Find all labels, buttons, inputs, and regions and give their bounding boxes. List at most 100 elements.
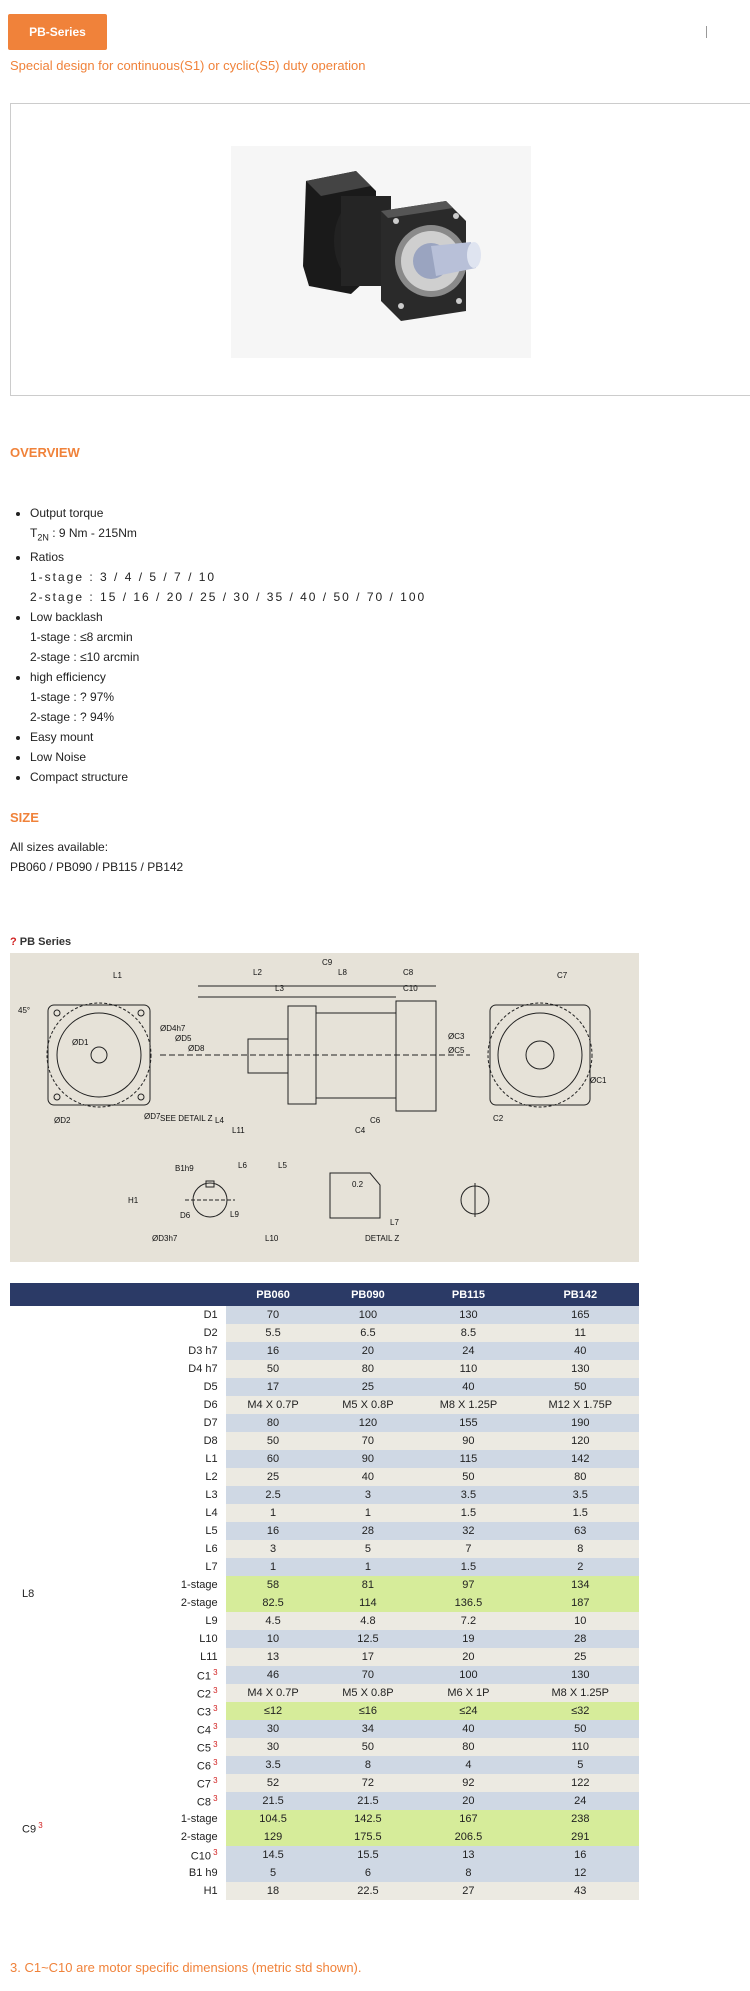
mark-angle: 45° <box>18 1006 30 1015</box>
table-cell: 165 <box>521 1306 639 1324</box>
feature-item: Ratios 1-stage : 3 / 4 / 5 / 7 / 10 2-st… <box>30 547 426 607</box>
table-cell: ≤24 <box>415 1702 522 1720</box>
table-cell: M12 X 1.75P <box>521 1396 639 1414</box>
mark-L4: L4 <box>215 1116 224 1125</box>
series-badge[interactable]: PB-Series <box>8 14 107 50</box>
table-cell: 167 <box>415 1810 522 1828</box>
mark-C3: ØC3 <box>448 1032 465 1041</box>
table-cell: 17 <box>225 1378 321 1396</box>
mark-C6: C6 <box>370 1116 381 1125</box>
table-cell: 3 <box>225 1540 321 1558</box>
table-cell: 115 <box>415 1450 522 1468</box>
mark-L9: L9 <box>230 1210 239 1219</box>
footnote-ref: 3 <box>210 1703 218 1713</box>
table-cell: 70 <box>225 1306 321 1324</box>
table-cell: 3.5 <box>415 1486 522 1504</box>
row-label: C9 3 <box>10 1810 52 1846</box>
table-cell: 80 <box>521 1468 639 1486</box>
overview-title: OVERVIEW <box>10 445 80 460</box>
table-cell: 19 <box>415 1630 522 1648</box>
table-cell: 50 <box>320 1738 416 1756</box>
row-label: D8 <box>10 1432 226 1450</box>
table-cell: 5 <box>320 1540 416 1558</box>
row-label: D6 <box>10 1396 226 1414</box>
table-cell: 70 <box>320 1432 416 1450</box>
table-cell: ≤16 <box>320 1702 416 1720</box>
mark-D5: ØD5 <box>175 1034 192 1043</box>
table-cell: 130 <box>521 1666 639 1684</box>
table-cell: 97 <box>415 1576 522 1594</box>
backlash-line: 1-stage : ≤8 arcmin <box>30 630 133 645</box>
table-cell: 5.5 <box>225 1324 321 1342</box>
size-text: All sizes available: PB060 / PB090 / PB1… <box>10 837 183 877</box>
table-cell: 1 <box>320 1558 416 1576</box>
mark-D1: ØD1 <box>72 1038 89 1047</box>
footnote-ref: 3 <box>210 1685 218 1695</box>
drawing-label: ? PB Series <box>10 936 72 948</box>
row-sublabel: 1-stage <box>52 1576 226 1594</box>
table-cell: 80 <box>320 1360 416 1378</box>
mark-D6: D6 <box>180 1211 191 1220</box>
backlash-line: 2-stage : ≤10 arcmin <box>30 650 140 665</box>
table-cell: 40 <box>415 1720 522 1738</box>
row-label: D3 h7 <box>10 1342 226 1360</box>
footnote-ref: 3 <box>210 1667 218 1677</box>
mark-L10: L10 <box>265 1234 279 1243</box>
product-image-box <box>10 103 750 396</box>
table-cell: 1.5 <box>415 1558 522 1576</box>
table-cell: 80 <box>225 1414 321 1432</box>
table-cell: 120 <box>521 1432 639 1450</box>
mark-C9: C9 <box>322 958 333 967</box>
feature-item: high efficiency 1-stage : ? 97% 2-stage … <box>30 667 426 727</box>
table-cell: 46 <box>225 1666 321 1684</box>
size-title: SIZE <box>10 810 39 825</box>
table-cell: M5 X 0.8P <box>320 1396 416 1414</box>
table-cell: 50 <box>225 1432 321 1450</box>
col-pb090: PB090 <box>320 1283 416 1306</box>
mark-D4: ØD4h7 <box>160 1024 186 1033</box>
table-cell: 43 <box>521 1882 639 1900</box>
mark-detail-ref: SEE DETAIL Z <box>160 1114 213 1123</box>
table-cell: 175.5 <box>320 1828 416 1846</box>
table-cell: 20 <box>320 1342 416 1360</box>
table-cell: 21.5 <box>320 1792 416 1810</box>
table-cell: 142.5 <box>320 1810 416 1828</box>
table-cell: 70 <box>320 1666 416 1684</box>
row-sublabel: 2-stage <box>52 1594 226 1612</box>
table-cell: 14.5 <box>225 1846 321 1864</box>
mark-L2: L2 <box>253 968 262 977</box>
product-photo <box>231 146 531 358</box>
row-label: C5 3 <box>10 1738 226 1756</box>
table-cell: 136.5 <box>415 1594 522 1612</box>
table-cell: ≤32 <box>521 1702 639 1720</box>
table-cell: 6.5 <box>320 1324 416 1342</box>
mark-tolerance: 0.2 <box>352 1180 364 1189</box>
table-cell: ≤12 <box>225 1702 321 1720</box>
table-cell: 90 <box>320 1450 416 1468</box>
table-cell: 40 <box>320 1468 416 1486</box>
table-cell: 13 <box>415 1846 522 1864</box>
table-cell: 187 <box>521 1594 639 1612</box>
table-cell: 80 <box>415 1738 522 1756</box>
technical-drawing: L1 C7 C9 L2 L8 C8 L3 C10 ØD1 ØD4h7 ØD5 Ø… <box>18 958 607 1243</box>
table-cell: 3 <box>320 1486 416 1504</box>
table-cell: M8 X 1.25P <box>415 1396 522 1414</box>
row-label: L8 <box>10 1576 52 1612</box>
table-cell: 5 <box>225 1864 321 1882</box>
row-label: L1 <box>10 1450 226 1468</box>
table-cell: 22.5 <box>320 1882 416 1900</box>
table-cell: 40 <box>415 1378 522 1396</box>
col-pb115: PB115 <box>415 1283 522 1306</box>
row-sublabel: 2-stage <box>52 1828 226 1846</box>
row-label: C1 3 <box>10 1666 226 1684</box>
